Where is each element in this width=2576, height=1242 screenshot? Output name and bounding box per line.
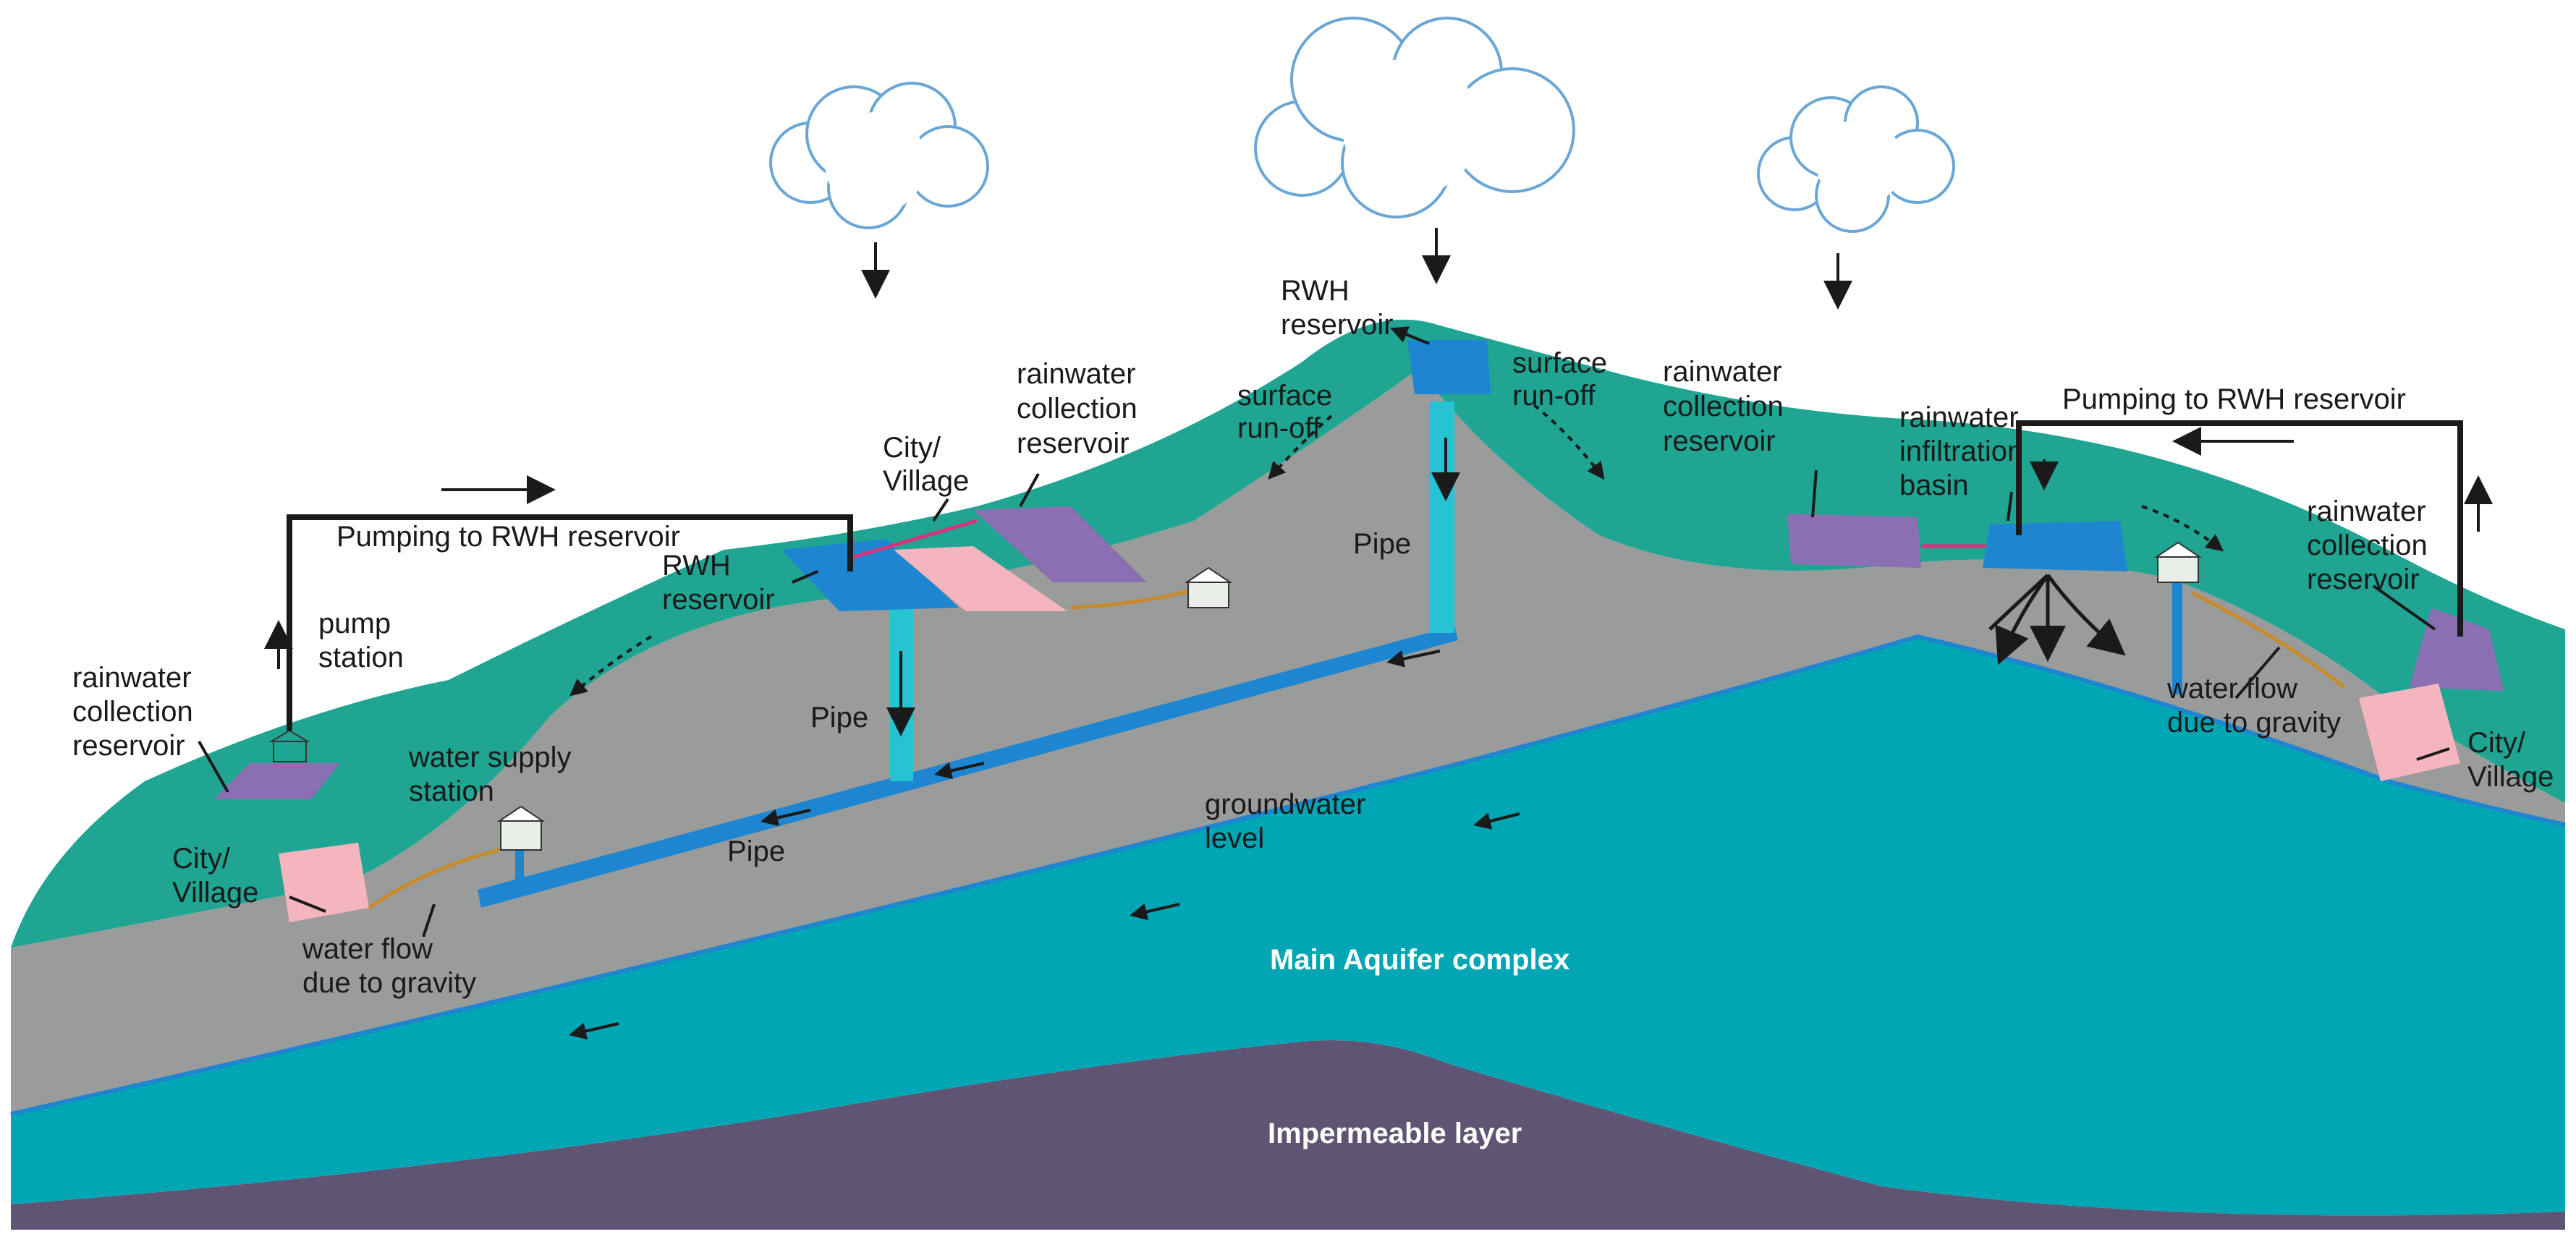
collection-reservoir-center-left (973, 506, 1147, 582)
pointer-lines (198, 326, 2450, 937)
cloud-right-icon (1757, 85, 1955, 233)
center-vertical-pipe (1429, 401, 1454, 633)
water-supply-station-left-icon (496, 805, 546, 851)
label-pipe-center: Pipe (1353, 528, 1411, 560)
rwh-reservoir-left (781, 539, 959, 611)
city-center-left (894, 546, 1067, 611)
label-pumping-left: Pumping to RWH reservoir (336, 521, 680, 553)
gravity-flow-right (2191, 591, 2346, 689)
infiltration-arrows (1988, 574, 2126, 665)
label-city-village-far-right: City/ Village (2467, 727, 2554, 793)
collection-reservoir-center-right (1787, 514, 1921, 568)
bedrock-layer (11, 369, 2565, 1114)
label-water-flow-left: water flow due to gravity (302, 933, 476, 999)
collection-reservoir-far-left (213, 763, 340, 799)
runoff-arrow-far-left (569, 635, 653, 697)
gravity-flow-left (368, 848, 500, 910)
pump-station-icon (268, 729, 310, 762)
label-main-aquifer: Main Aquifer complex (1270, 944, 1569, 976)
connector-center-left (853, 519, 978, 559)
gravity-flow-center (1070, 587, 1195, 610)
label-water-supply-station: water supply station (408, 741, 580, 807)
label-pumping-right: Pumping to RWH reservoir (2062, 383, 2406, 415)
label-city-village-center-left: City/ Village (883, 432, 969, 497)
pipe-flow-arrow-3 (760, 809, 811, 827)
pumping-line-right (2016, 420, 2463, 637)
aquifer-arrow-3 (569, 1022, 619, 1040)
cloud-center-icon (1254, 17, 1575, 218)
pipe-flow-arrow-1 (1386, 650, 1441, 668)
label-rainwater-infiltration: rainwater infiltration basin (1899, 401, 2031, 501)
label-rainwater-collection-center-right: rainwater collection reservoir (1663, 356, 1792, 457)
water-supply-station-center-icon (1184, 566, 1233, 608)
label-surface-runoff-left: surface run-off (1237, 380, 1340, 444)
label-surface-runoff-right: surface run-off (1512, 347, 1615, 412)
surface-soil-layer (11, 319, 2565, 948)
groundwater-line (10, 634, 2566, 1116)
label-impermeable-layer: Impermeable layer (1268, 1118, 1522, 1149)
rwh-reservoir-top (1407, 340, 1491, 394)
water-supply-station-right-icon (2153, 541, 2203, 583)
label-water-flow-right: water flow due to gravity (2166, 673, 2341, 739)
aquifer-arrow-2 (1130, 903, 1180, 921)
aquifer-arrow-1 (1473, 812, 1520, 830)
label-pipe-left-vertical: Pipe (810, 702, 868, 733)
city-far-right (2359, 684, 2460, 781)
label-pump-station: pump station (318, 608, 404, 673)
label-city-village-far-left: City/ Village (172, 843, 258, 909)
label-groundwater-level: groundwater level (1205, 788, 1374, 854)
label-rainwater-collection-far-right: rainwater collection reservoir (2307, 495, 2436, 595)
right-vertical-pipe (2172, 579, 2182, 694)
aquifer-layer (11, 637, 2565, 1216)
label-rainwater-collection-far-left: rainwater collection reservoir (72, 662, 201, 762)
label-pipe-diagonal: Pipe (727, 835, 785, 867)
pipe-flow-arrow-2 (934, 762, 985, 780)
impermeable-layer-base (11, 1040, 2565, 1230)
label-rwh-reservoir-left: RWH reservoir (662, 550, 775, 616)
cloud-left-icon (769, 82, 989, 229)
infiltration-basin (1983, 521, 2127, 571)
label-rwh-reservoir-top: RWH reservoir (1281, 275, 1394, 341)
label-rainwater-collection-center-left: rainwater collection reservoir (1017, 358, 1145, 459)
runoff-arrow-right (1533, 404, 1605, 480)
